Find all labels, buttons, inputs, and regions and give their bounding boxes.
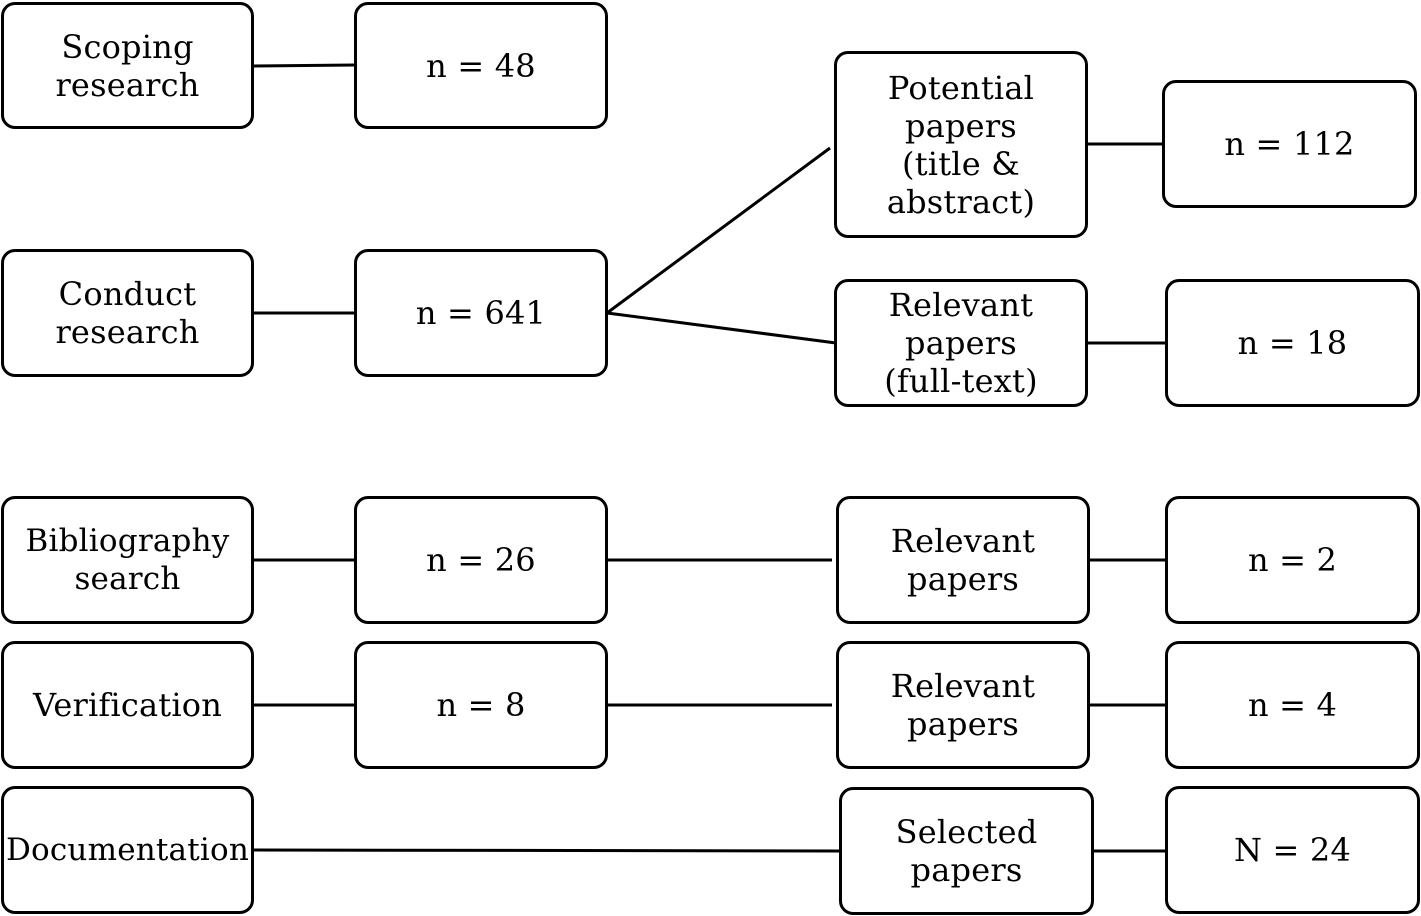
conduct-research-box: Conduct research bbox=[1, 249, 254, 377]
conduct-count-label: n = 641 bbox=[415, 294, 547, 332]
bibliography-search-label: Bibliography search bbox=[25, 523, 230, 597]
verification-box: Verification bbox=[1, 641, 254, 769]
documentation-label: Documentation bbox=[5, 832, 250, 868]
conduct-research-label: Conduct research bbox=[55, 275, 200, 351]
selected-papers-count-box: N = 24 bbox=[1165, 786, 1420, 914]
selected-papers-label: Selected papers bbox=[895, 813, 1038, 889]
verification-relevant-box: Relevant papers bbox=[836, 641, 1090, 769]
scoping-research-label: Scoping research bbox=[55, 27, 200, 104]
connector-count-to-relevant-fulltext bbox=[606, 311, 837, 345]
potential-count-box: n = 112 bbox=[1162, 80, 1417, 208]
bibliography-relevant-count-box: n = 2 bbox=[1165, 496, 1420, 624]
scoping-research-box: Scoping research bbox=[1, 2, 254, 129]
verification-relevant-count-label: n = 4 bbox=[1247, 686, 1338, 724]
selected-papers-box: Selected papers bbox=[839, 787, 1094, 915]
relevant-fulltext-label: Relevant papers (full-text) bbox=[884, 286, 1038, 400]
verification-relevant-label: Relevant papers bbox=[890, 667, 1036, 743]
scoping-count-box: n = 48 bbox=[354, 2, 608, 129]
connector-count-to-potential bbox=[606, 146, 831, 315]
potential-count-label: n = 112 bbox=[1224, 125, 1355, 163]
scoping-count-label: n = 48 bbox=[426, 46, 536, 85]
relevant-fulltext-box: Relevant papers (full-text) bbox=[834, 279, 1088, 407]
connector-documentation-to-selected bbox=[252, 848, 841, 853]
bibliography-relevant-count-label: n = 2 bbox=[1247, 541, 1338, 579]
connector-scoping-to-count bbox=[252, 63, 356, 68]
verification-count-label: n = 8 bbox=[436, 686, 526, 724]
bibliography-relevant-box: Relevant papers bbox=[836, 496, 1090, 624]
conduct-count-box: n = 641 bbox=[354, 249, 608, 377]
verification-count-box: n = 8 bbox=[354, 641, 608, 769]
verification-relevant-count-box: n = 4 bbox=[1165, 641, 1420, 769]
bibliography-search-box: Bibliography search bbox=[1, 496, 254, 624]
documentation-box: Documentation bbox=[1, 786, 254, 914]
bibliography-count-box: n = 26 bbox=[354, 496, 608, 624]
bibliography-count-label: n = 26 bbox=[426, 541, 536, 579]
verification-label: Verification bbox=[32, 686, 223, 724]
relevant-fulltext-count-label: n = 18 bbox=[1237, 324, 1348, 362]
bibliography-relevant-label: Relevant papers bbox=[890, 522, 1036, 598]
potential-papers-label: Potential papers (title & abstract) bbox=[886, 68, 1036, 221]
selected-papers-count-label: N = 24 bbox=[1233, 831, 1352, 869]
relevant-fulltext-count-box: n = 18 bbox=[1165, 279, 1420, 407]
potential-papers-box: Potential papers (title & abstract) bbox=[834, 51, 1088, 238]
